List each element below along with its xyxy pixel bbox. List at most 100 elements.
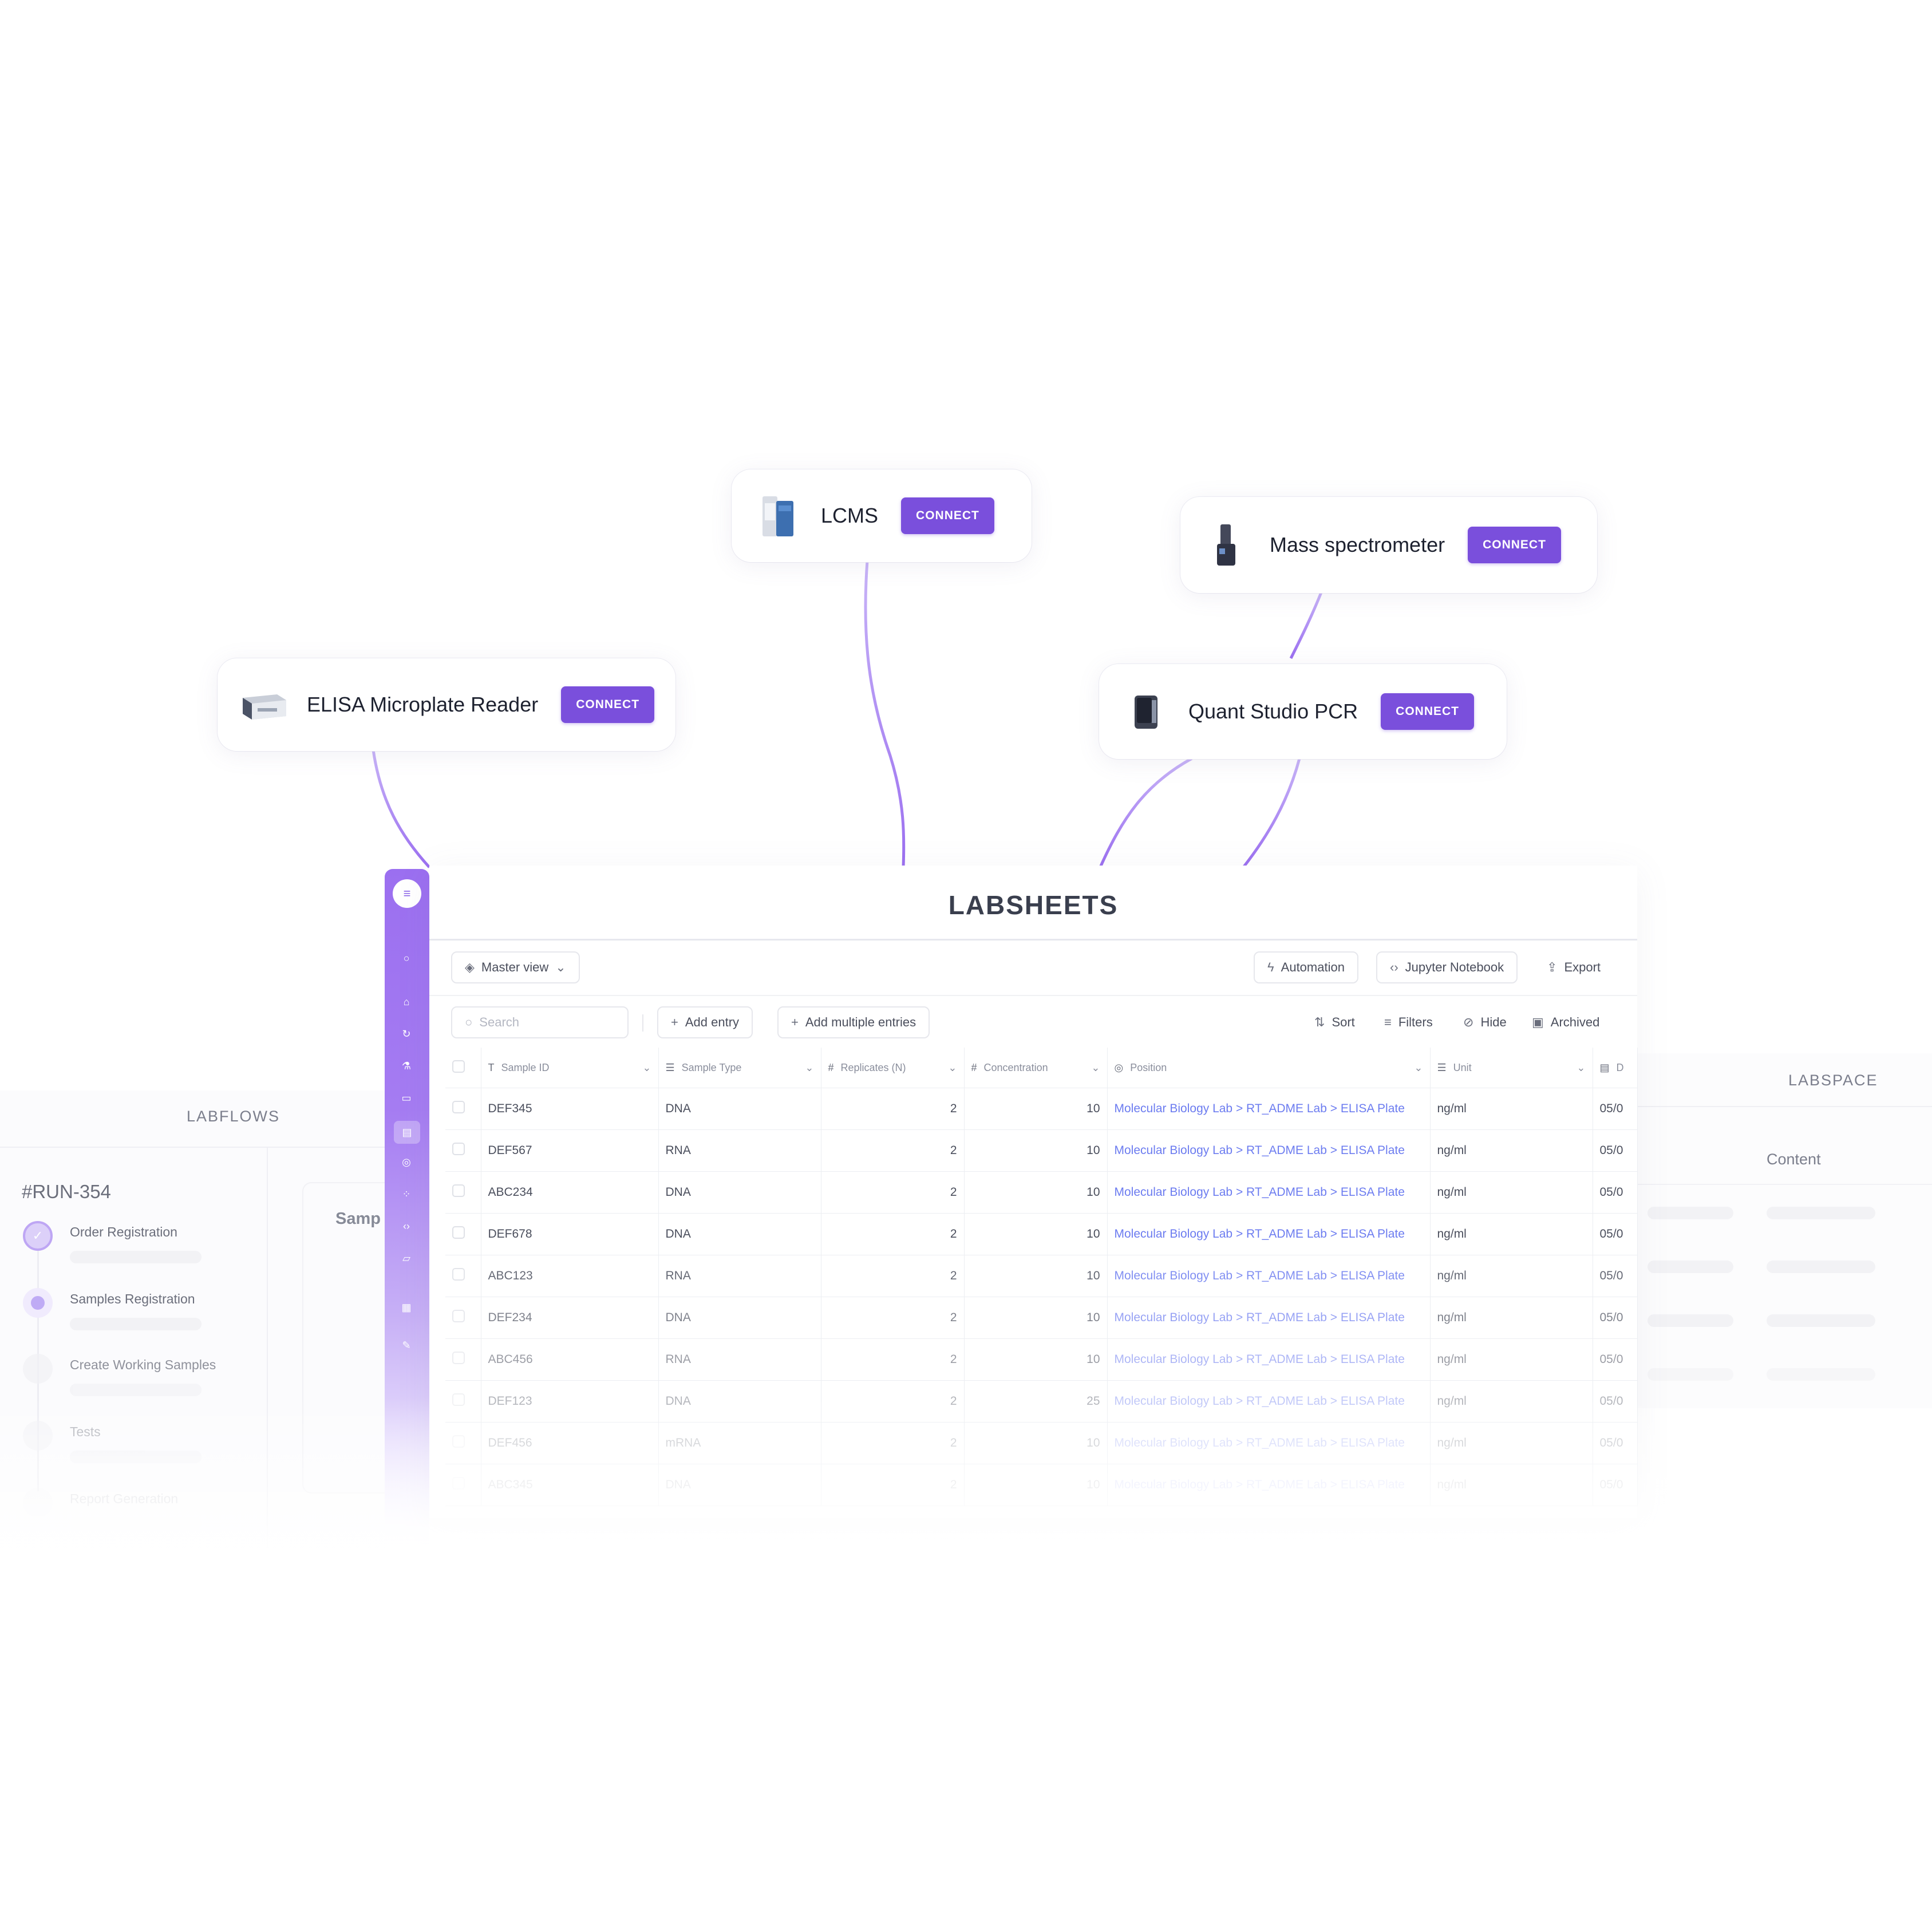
cell-unit: ng/ml	[1430, 1338, 1593, 1381]
table-row[interactable]: DEF234 DNA 2 10 Molecular Biology Lab > …	[445, 1297, 1638, 1339]
cell-date: 05/0	[1593, 1213, 1638, 1255]
cell-sample-type: RNA	[658, 1338, 821, 1381]
table-row[interactable]: DEF567 RNA 2 10 Molecular Biology Lab > …	[445, 1129, 1638, 1172]
layers-icon: ◈	[465, 960, 475, 974]
samples-section-box	[302, 1182, 386, 1494]
cell-position-link[interactable]: Molecular Biology Lab > RT_ADME Lab > EL…	[1107, 1380, 1431, 1423]
cell-sample-type: DNA	[658, 1088, 821, 1130]
cell-replicates: 2	[821, 1380, 965, 1423]
cell-concentration: 10	[964, 1213, 1108, 1255]
row-checkbox[interactable]	[445, 1464, 481, 1506]
filters-button[interactable]: ≡ Filters	[1384, 1011, 1433, 1034]
cell-position-link[interactable]: Molecular Biology Lab > RT_ADME Lab > EL…	[1107, 1255, 1431, 1297]
export-button[interactable]: ⇪Export	[1547, 956, 1601, 979]
cell-date: 05/0	[1593, 1088, 1638, 1130]
cell-position-link[interactable]: Molecular Biology Lab > RT_ADME Lab > EL…	[1107, 1422, 1431, 1464]
archived-button[interactable]: ▣Archived	[1532, 1011, 1599, 1034]
filter-icon: ≡	[1384, 1015, 1392, 1029]
flask-icon[interactable]: ⚗	[401, 1060, 412, 1072]
connect-button[interactable]: CONNECT	[561, 686, 655, 723]
table-row[interactable]: DEF123 DNA 2 25 Molecular Biology Lab > …	[445, 1380, 1638, 1423]
cell-date: 05/0	[1593, 1255, 1638, 1297]
table-row[interactable]: DEF345 DNA 2 10 Molecular Biology Lab > …	[445, 1088, 1638, 1130]
cell-position-link[interactable]: Molecular Biology Lab > RT_ADME Lab > EL…	[1107, 1088, 1431, 1130]
add-multiple-entries-button[interactable]: +Add multiple entries	[777, 1006, 930, 1038]
chevron-down-icon: ⌄	[642, 1061, 651, 1073]
check-icon: ✓	[23, 1221, 53, 1251]
cell-position-link[interactable]: Molecular Biology Lab > RT_ADME Lab > EL…	[1107, 1129, 1431, 1172]
table-icon[interactable]: ▦	[401, 1302, 412, 1313]
grid-icon[interactable]: ⁘	[402, 1188, 411, 1200]
row-checkbox[interactable]	[445, 1380, 481, 1423]
connect-button[interactable]: CONNECT	[1381, 693, 1474, 730]
column-header-sample-type[interactable]: ☰Sample Type⌄	[658, 1048, 821, 1088]
home-icon[interactable]: ⌂	[403, 996, 410, 1008]
hide-button[interactable]: ⊘Hide	[1463, 1011, 1507, 1034]
table-row[interactable]: DEF456 mRNA 2 10 Molecular Biology Lab >…	[445, 1422, 1638, 1464]
search-input[interactable]: ○Search	[451, 1006, 629, 1038]
content-placeholder	[1767, 1261, 1875, 1273]
filters-label: Filters	[1398, 1015, 1433, 1029]
row-checkbox[interactable]	[445, 1422, 481, 1464]
cell-unit: ng/ml	[1430, 1380, 1593, 1423]
column-header-date[interactable]: ▤D	[1593, 1048, 1638, 1088]
add-entry-button[interactable]: +Add entry	[657, 1006, 753, 1038]
row-checkbox[interactable]	[445, 1213, 481, 1255]
connect-button[interactable]: CONNECT	[901, 497, 994, 534]
cell-date: 05/0	[1593, 1338, 1638, 1381]
table-row[interactable]: ABC234 DNA 2 10 Molecular Biology Lab > …	[445, 1171, 1638, 1214]
edit-icon[interactable]: ✎	[402, 1340, 411, 1351]
microplate-reader-icon	[243, 694, 286, 720]
search-icon[interactable]: ○	[403, 953, 410, 964]
row-checkbox[interactable]	[445, 1088, 481, 1130]
row-checkbox[interactable]	[445, 1255, 481, 1297]
cell-unit: ng/ml	[1430, 1171, 1593, 1214]
sort-button[interactable]: ⇅Sort	[1314, 1011, 1355, 1034]
table-row[interactable]: DEF678 DNA 2 10 Molecular Biology Lab > …	[445, 1213, 1638, 1255]
select-all-checkbox[interactable]	[445, 1048, 481, 1088]
cell-sample-id: DEF123	[481, 1380, 659, 1423]
eye-off-icon: ⊘	[1463, 1015, 1474, 1029]
cell-date: 05/0	[1593, 1297, 1638, 1339]
table-row[interactable]: ABC123 RNA 2 10 Molecular Biology Lab > …	[445, 1255, 1638, 1297]
column-header-replicates[interactable]: #Replicates (N)⌄	[821, 1048, 965, 1088]
add-entry-label: Add entry	[685, 1015, 740, 1029]
refresh-icon[interactable]: ↻	[402, 1028, 411, 1040]
cell-position-link[interactable]: Molecular Biology Lab > RT_ADME Lab > EL…	[1107, 1464, 1431, 1506]
column-header-unit[interactable]: ☰Unit⌄	[1430, 1048, 1593, 1088]
column-header-position[interactable]: ◎Position⌄	[1107, 1048, 1431, 1088]
cell-position-link[interactable]: Molecular Biology Lab > RT_ADME Lab > EL…	[1107, 1171, 1431, 1214]
cell-position-link[interactable]: Molecular Biology Lab > RT_ADME Lab > EL…	[1107, 1213, 1431, 1255]
folder-icon[interactable]: ▱	[402, 1253, 410, 1264]
table-row[interactable]: ABC456 RNA 2 10 Molecular Biology Lab > …	[445, 1338, 1638, 1381]
chevron-down-icon: ⌄	[948, 1061, 957, 1073]
row-checkbox[interactable]	[445, 1171, 481, 1214]
location-icon[interactable]: ◎	[402, 1156, 411, 1168]
cell-position-link[interactable]: Molecular Biology Lab > RT_ADME Lab > EL…	[1107, 1338, 1431, 1381]
database-icon[interactable]: ▭	[401, 1092, 412, 1104]
view-selector[interactable]: ◈Master view⌄	[451, 951, 580, 983]
text-type-icon: T	[488, 1061, 495, 1073]
row-checkbox[interactable]	[445, 1129, 481, 1172]
column-header-concentration[interactable]: #Concentration⌄	[964, 1048, 1108, 1088]
jupyter-notebook-button[interactable]: ‹›Jupyter Notebook	[1376, 951, 1518, 983]
cell-concentration: 25	[964, 1380, 1108, 1423]
cell-date: 05/0	[1593, 1380, 1638, 1423]
labflows-column-divider	[267, 1148, 268, 1548]
archived-label: Archived	[1550, 1015, 1600, 1029]
cell-position-link[interactable]: Molecular Biology Lab > RT_ADME Lab > EL…	[1107, 1297, 1431, 1339]
labspace-panel: LABSPACE Content	[1636, 1053, 1932, 1408]
code-icon[interactable]: ‹›	[403, 1220, 410, 1232]
row-checkbox[interactable]	[445, 1338, 481, 1381]
document-icon[interactable]: ▤	[394, 1121, 420, 1144]
cell-concentration: 10	[964, 1464, 1108, 1506]
connect-button[interactable]: CONNECT	[1468, 527, 1561, 563]
table-row[interactable]: ABC345 DNA 2 10 Molecular Biology Lab > …	[445, 1464, 1638, 1506]
cell-sample-type: DNA	[658, 1297, 821, 1339]
row-checkbox[interactable]	[445, 1297, 481, 1339]
menu-icon[interactable]: ≡	[393, 879, 421, 908]
cell-replicates: 2	[821, 1297, 965, 1339]
